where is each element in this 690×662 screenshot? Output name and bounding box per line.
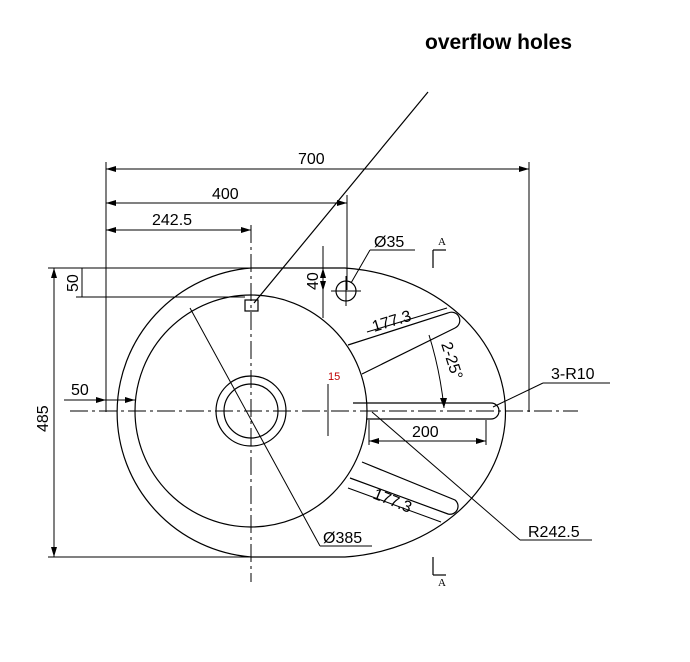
section-bottom-label: A [438, 577, 446, 589]
hub-outer-circle [215, 375, 287, 447]
arrow [369, 438, 379, 444]
angle-label: 2-25° [437, 340, 465, 382]
overflow-hole-square [244, 299, 259, 312]
inner-circle-385 [134, 294, 368, 528]
arrow [337, 200, 347, 206]
dim-50-top-label: 50 [65, 274, 82, 292]
dim-485-label: 485 [35, 405, 52, 432]
arrow [125, 397, 135, 403]
arrow [106, 200, 116, 206]
center-slot [353, 402, 500, 420]
r10-leader [492, 382, 544, 408]
dim-242-5-label: 242.5 [152, 212, 192, 229]
dim-40-label: 40 [305, 272, 322, 290]
arrow [51, 268, 57, 278]
arrow [241, 227, 251, 233]
arrow [519, 166, 529, 172]
section-top-label: A [438, 236, 446, 248]
dim-200-label: 200 [412, 424, 439, 441]
lower-slot [349, 461, 459, 515]
arrow [106, 227, 116, 233]
dim-line-177-lower [347, 487, 442, 523]
d385-leader [189, 307, 321, 547]
arrow [440, 398, 447, 408]
arrow [320, 268, 326, 278]
arrow [106, 166, 116, 172]
overflow-leader-line [253, 91, 429, 304]
dim-50-left-label: 50 [71, 382, 89, 399]
dim-400-label: 400 [212, 186, 239, 203]
title-overflow-holes: overflow holes [425, 31, 572, 54]
dim-177-upper-label: 177.3 [370, 308, 413, 336]
upper-slot [347, 311, 461, 375]
arrow [51, 547, 57, 557]
arrow [320, 281, 326, 291]
dim-15-label: 15 [328, 371, 340, 383]
dim-line-177-upper [366, 307, 448, 333]
dim-3r10-label: 3-R10 [551, 366, 595, 383]
dim-d385-label: Ø385 [323, 530, 362, 547]
arrow [476, 438, 486, 444]
outer-profile [116, 267, 507, 558]
dim-700-label: 700 [298, 151, 325, 168]
dim-d35-label: Ø35 [374, 234, 404, 251]
dim-r242-5-label: R242.5 [528, 524, 580, 541]
hub-inner-circle [223, 383, 279, 439]
arrow [96, 397, 106, 403]
r242-leader [371, 411, 521, 541]
d35-leader [350, 249, 371, 284]
dim-177-lower-label: 177.3 [371, 486, 415, 517]
